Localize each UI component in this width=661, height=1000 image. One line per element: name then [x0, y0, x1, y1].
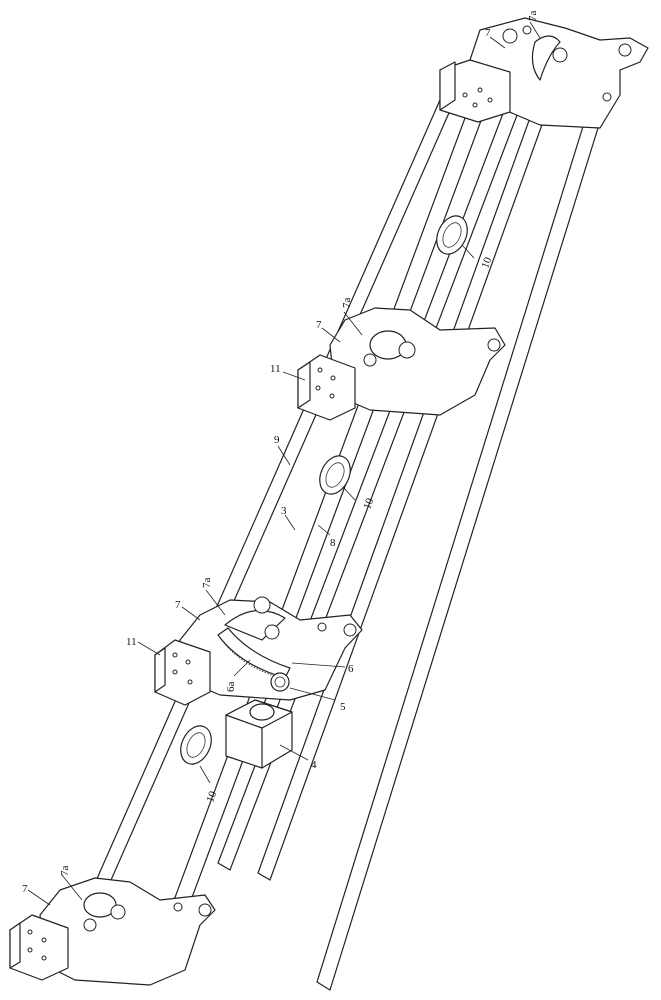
label-4: 4	[311, 759, 317, 771]
end-plate-top	[440, 18, 648, 128]
label-7a-bottom: 7a	[59, 866, 71, 877]
label-11-upper: 11	[270, 363, 281, 375]
label-7-upper-mid: 7	[316, 319, 322, 331]
label-7-top: 7	[485, 27, 491, 39]
label-5: 5	[340, 701, 346, 713]
label-6: 6	[348, 663, 354, 675]
outer-rod-left	[164, 110, 482, 935]
label-7a-upper-mid: 7a	[341, 298, 353, 309]
mid-plate-upper	[298, 308, 505, 420]
label-10-mid: 10	[361, 496, 376, 511]
label-7a-top: 7a	[527, 11, 539, 22]
label-9: 9	[274, 434, 280, 446]
label-11-lower: 11	[126, 636, 137, 648]
motor-4	[226, 700, 292, 768]
label-7-bottom: 7	[22, 883, 28, 895]
pinion-gear-5	[271, 673, 289, 691]
label-6a: 6a	[225, 682, 237, 693]
support-collar-lower	[175, 721, 217, 769]
label-7-lower-mid: 7	[175, 599, 181, 611]
label-3: 3	[281, 505, 287, 517]
label-7a-lower-mid: 7a	[201, 578, 213, 589]
label-8: 8	[330, 537, 336, 549]
